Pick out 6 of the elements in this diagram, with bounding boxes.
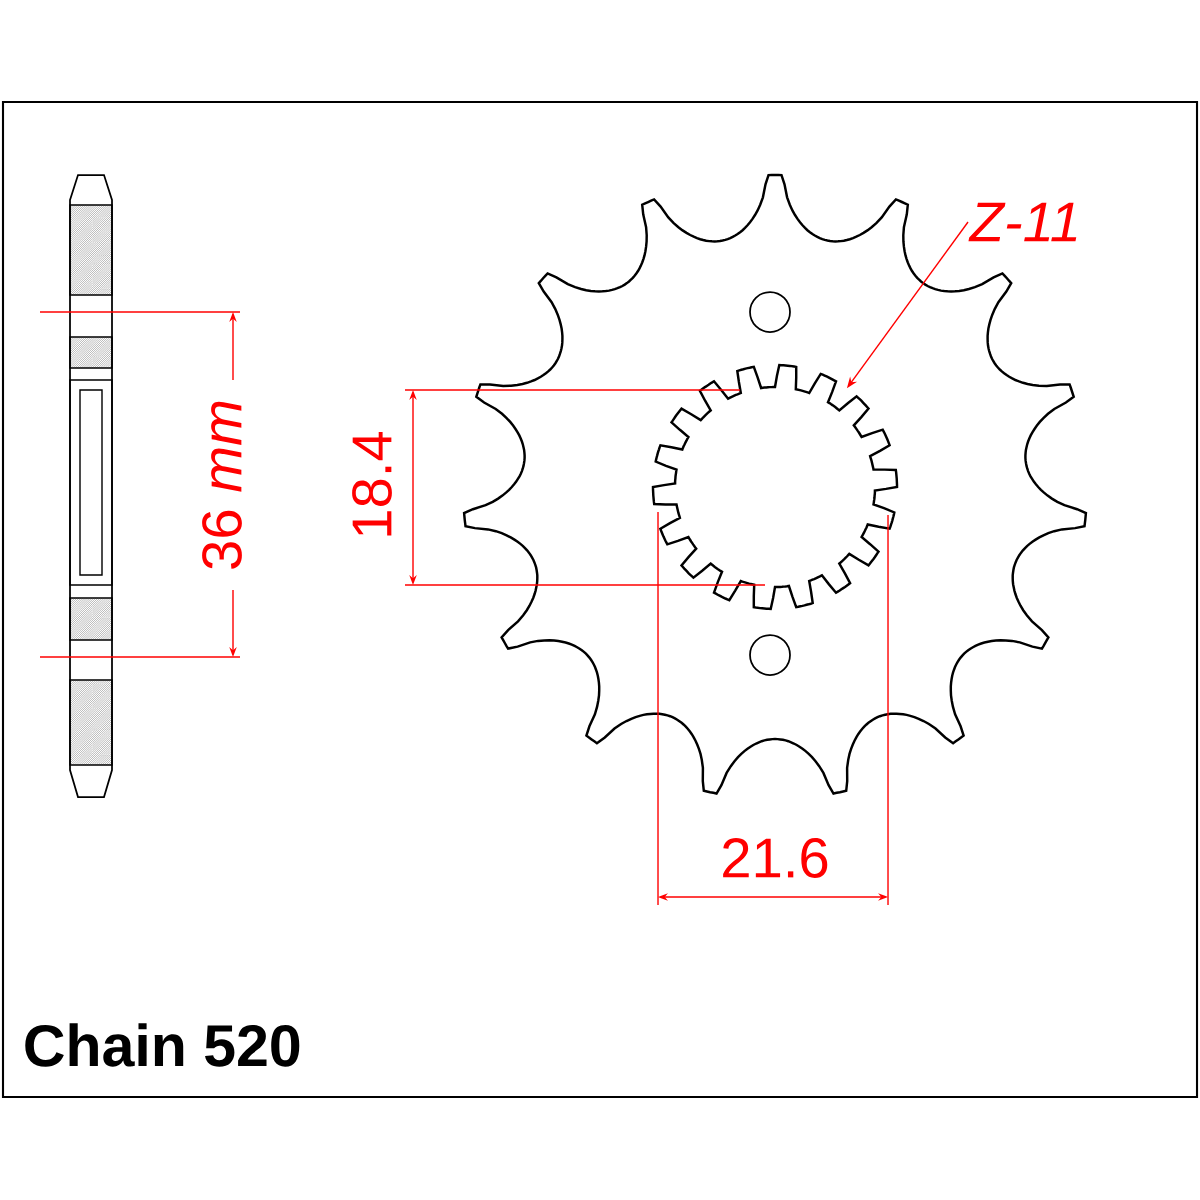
spline-hole bbox=[651, 363, 899, 611]
dimension-label: 18.4 bbox=[352, 431, 392, 536]
chain-label: Chain 520 bbox=[25, 1023, 300, 1067]
dimension-label: 36 mm bbox=[202, 401, 242, 569]
dimension-label: 21.6 bbox=[723, 838, 828, 878]
tooth-count-label: Z-11 bbox=[968, 202, 1077, 242]
